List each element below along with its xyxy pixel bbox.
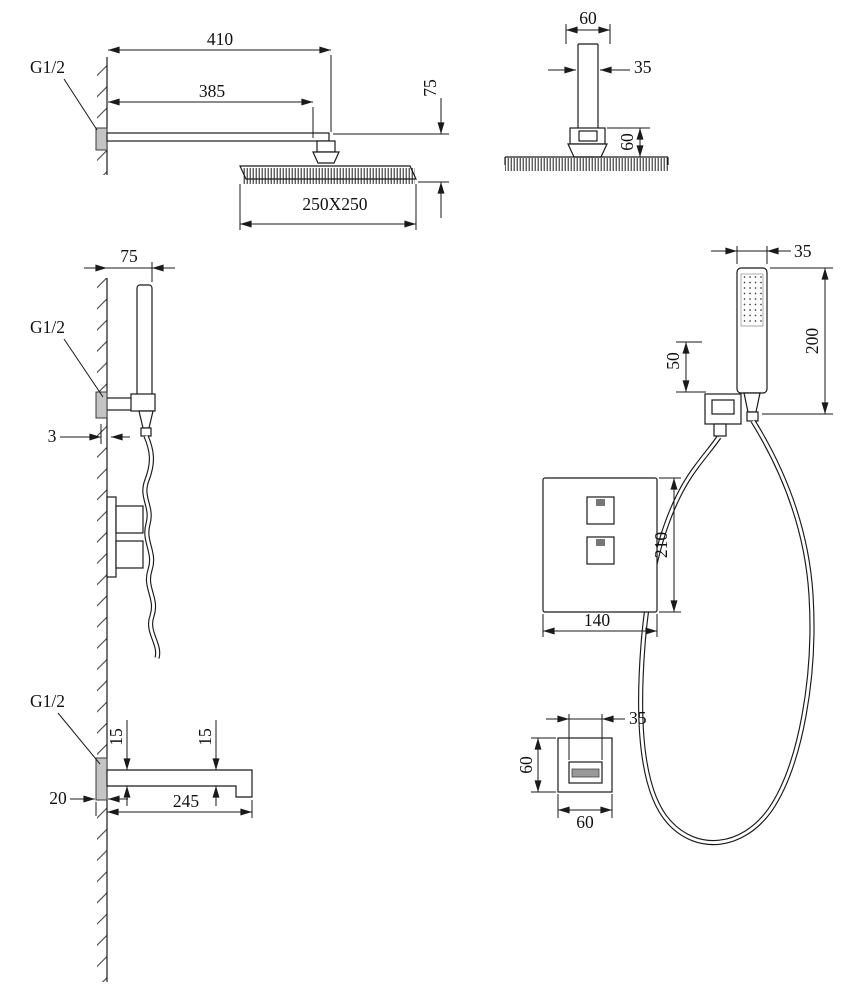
spray-face [740, 273, 764, 327]
shower-head-profile [239, 165, 417, 180]
dim-reach: 75 [120, 246, 138, 266]
hose-cone [138, 410, 154, 429]
dim-width-group: 35 [711, 241, 812, 264]
hose-nut [140, 427, 152, 437]
dim-elbow: 50 [663, 352, 683, 370]
dim-total-reach-group: 410 [107, 29, 332, 132]
thread-label: G1/2 [30, 691, 65, 711]
connector-nut [567, 143, 608, 158]
thread-leader-line [57, 712, 101, 765]
valve-handle-top-profile [115, 505, 144, 534]
wall-anchor [95, 127, 108, 151]
wall-elbow [704, 393, 742, 425]
view-rain-shower-side: 410 385 75 250X250 G1/2 [30, 29, 449, 230]
dim-total-reach: 410 [207, 29, 234, 49]
head-spray-ticks [505, 158, 668, 171]
view-rain-shower-front: 60 35 60 [504, 8, 669, 171]
dim-height-rear-group: 15 [106, 720, 131, 806]
thread-leader-line [63, 338, 104, 398]
dim-height-front-group: 15 [195, 720, 220, 806]
shower-arm [106, 132, 330, 142]
view-spout-front: 35 60 60 [516, 708, 647, 832]
view-spout-side: 15 15 20 245 G1/2 [30, 691, 253, 818]
connector-inner [578, 130, 598, 142]
head-spray-ticks [243, 168, 415, 184]
hose-wavy-inner [143, 435, 160, 659]
dim-plate-group: 3 [48, 424, 130, 446]
dim-length: 200 [802, 328, 822, 355]
spout-outlet [568, 761, 603, 784]
dim-width: 140 [584, 610, 611, 630]
dim-width-group: 60 [565, 8, 611, 44]
dim-head-size: 250X250 [302, 194, 367, 214]
dim-head-drop-group: 75 [333, 79, 449, 218]
dim-plate-group: 20 [49, 788, 128, 816]
dim-arm-reach: 385 [199, 81, 226, 101]
dim-height: 60 [516, 756, 536, 774]
valve-handle-bottom-profile [115, 540, 144, 569]
dim-outlet-group: 35 [546, 708, 647, 760]
dim-width-group: 140 [542, 610, 658, 637]
thread-label: G1/2 [30, 57, 65, 77]
thread-leader-line [63, 78, 98, 131]
mixer-handle-top-mark [596, 499, 605, 506]
dim-arm-reach-group: 385 [107, 81, 314, 138]
dim-height-front: 15 [195, 728, 215, 746]
dim-head-drop: 75 [420, 79, 440, 97]
dim-elbow-group: 50 [663, 341, 706, 393]
dim-pipe-group: 35 [548, 57, 652, 77]
dim-length: 245 [173, 791, 200, 811]
wall-hatch-top [97, 57, 107, 175]
dim-length-group: 200 [762, 267, 833, 415]
dim-width-group: 60 [557, 794, 613, 832]
hand-shower-wand-profile [136, 284, 153, 411]
bracket-holder [130, 393, 156, 412]
spout-body [557, 737, 613, 793]
wall-elbow-inner [711, 399, 735, 415]
dim-plate: 3 [48, 426, 57, 446]
wall-hatch-main [97, 278, 107, 982]
dim-reach-group: 75 [84, 246, 175, 282]
view-hand-shower-side: 75 3 G1/2 [30, 246, 175, 659]
dim-plate: 20 [49, 788, 67, 808]
dim-height: 210 [651, 532, 671, 559]
dim-height-rear: 15 [106, 728, 126, 746]
dim-width: 60 [579, 8, 597, 28]
spout-profile [106, 769, 253, 798]
dim-height: 60 [617, 133, 637, 151]
wall-anchor [95, 757, 108, 801]
mixer-handle-bottom-mark [596, 539, 605, 546]
connector-nut [312, 151, 340, 164]
dim-height-group: 60 [516, 737, 556, 793]
dim-height-group: 210 [651, 477, 681, 613]
dim-head-size-group: 250X250 [239, 184, 417, 230]
thread-label: G1/2 [30, 317, 65, 337]
hose-loop-inner [639, 420, 814, 844]
dim-outlet: 35 [629, 708, 647, 728]
arm-end-connector [316, 140, 336, 153]
head-connector-block [569, 127, 606, 145]
elbow-nipple [713, 423, 727, 437]
dim-width: 35 [794, 241, 812, 261]
view-mixer-front: 210 140 [542, 477, 681, 637]
dim-width: 60 [576, 812, 594, 832]
dim-pipe: 35 [634, 57, 652, 77]
spout-outlet-slot [571, 768, 600, 778]
dim-length-group: 245 [106, 791, 253, 818]
bracket-arm [106, 397, 134, 411]
wall-anchor [95, 391, 108, 419]
hose-cone [743, 392, 761, 413]
dim-height-group: 60 [607, 127, 650, 158]
valve-plate-profile [106, 496, 117, 578]
hose-nut [746, 411, 759, 422]
